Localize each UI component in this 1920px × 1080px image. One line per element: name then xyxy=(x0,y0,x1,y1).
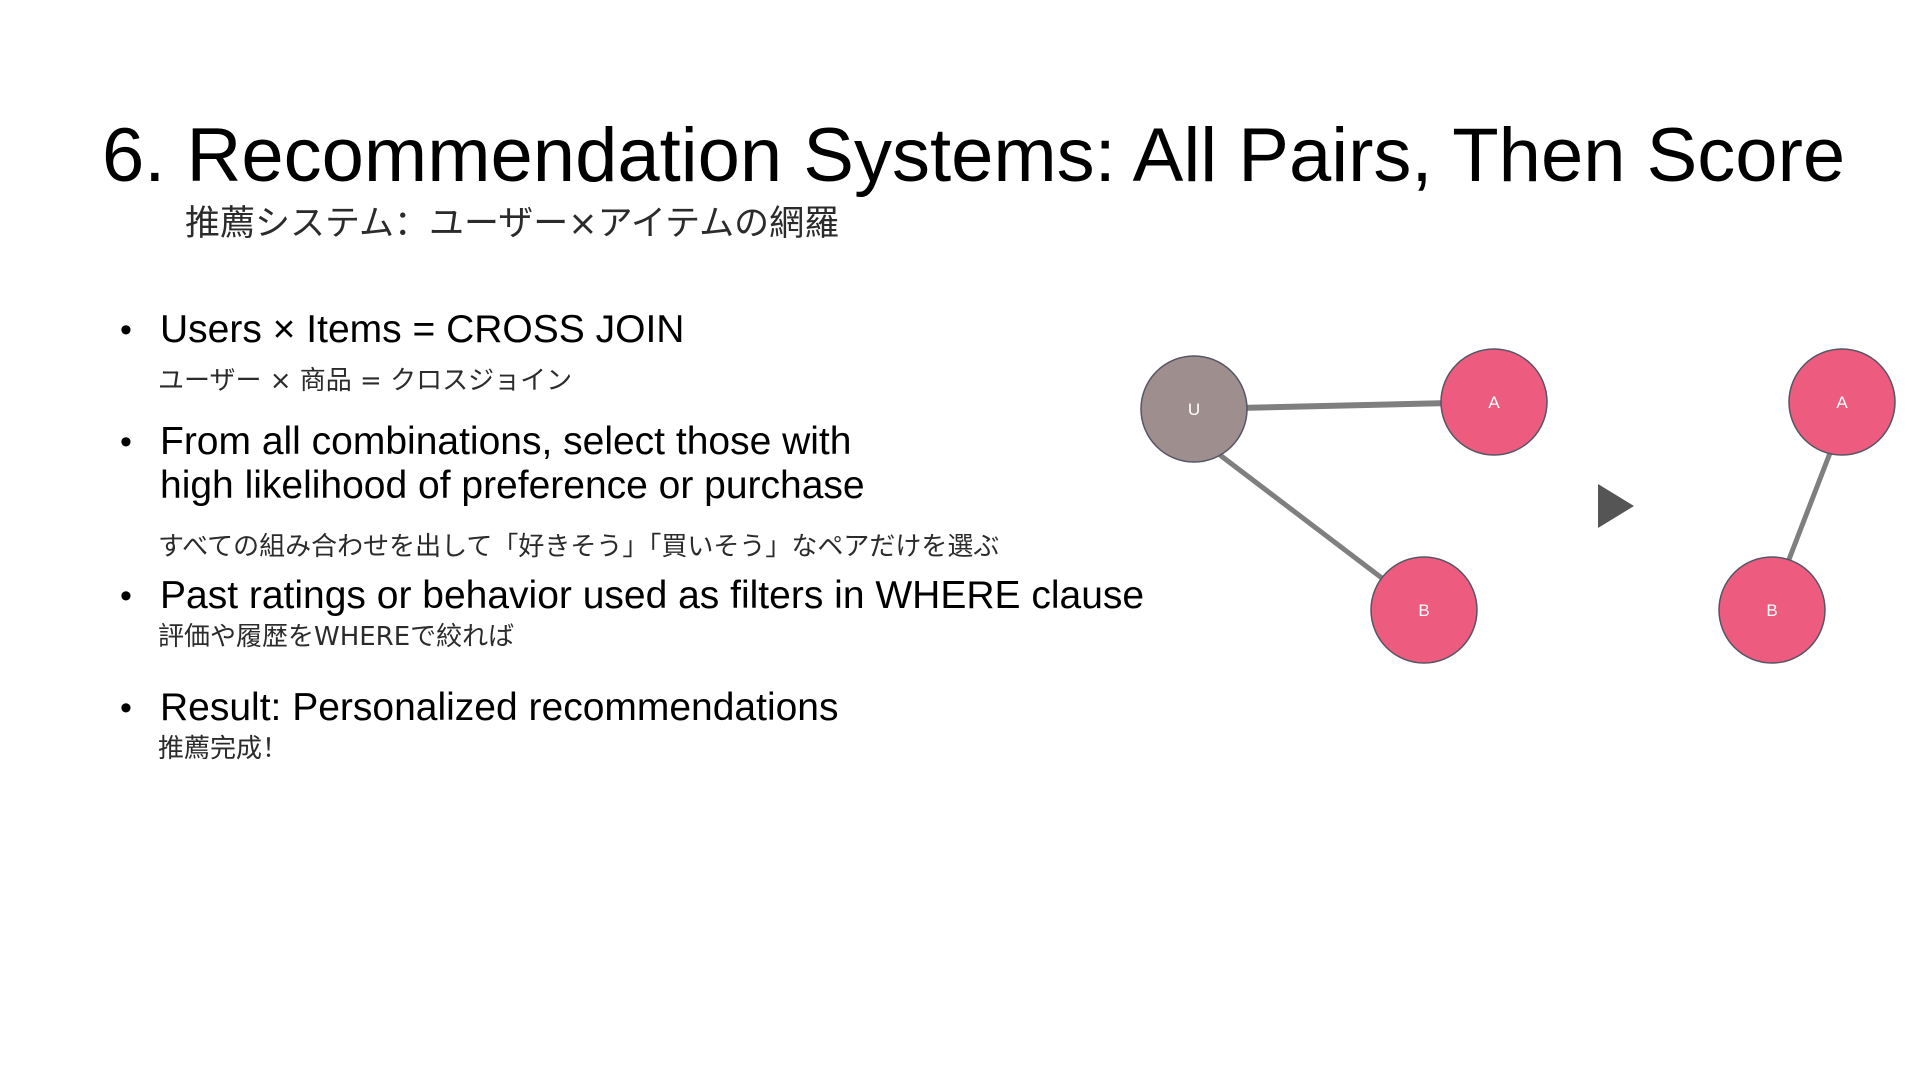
item-b-node-result: B xyxy=(1718,556,1826,664)
item-a-node-label: A xyxy=(1488,393,1500,412)
bullet-marker: • xyxy=(120,689,132,727)
item-b-node-result-label: B xyxy=(1766,601,1777,620)
bullet-text-line2: high likelihood of preference or purchas… xyxy=(160,464,865,507)
bullet-subtext: ユーザー × 商品 = クロスジョイン xyxy=(158,366,573,396)
bullet-subtext: 評価や履歴をWHEREで絞れば xyxy=(158,622,515,652)
user-node-label: U xyxy=(1188,400,1200,419)
play-triangle-icon xyxy=(1598,484,1634,528)
item-a-node-result-label: A xyxy=(1836,393,1848,412)
bullet-text: Result: Personalized recommendations xyxy=(160,686,839,729)
bullet-subtext: すべての組み合わせを出して「好きそう」「買いそう」なペアだけを選ぶ xyxy=(158,532,1000,562)
edge-user-item-a xyxy=(1191,399,1497,412)
edge-item-a-item-b xyxy=(1785,450,1833,565)
item-b-node: B xyxy=(1370,556,1478,664)
bullet-subtext: 推薦完成！ xyxy=(158,734,289,764)
bullet-text: Past ratings or behavior used as filters… xyxy=(160,574,1145,617)
edge-user-item-b xyxy=(1184,427,1394,588)
slide-title: 6. Recommendation Systems: All Pairs, Th… xyxy=(102,113,1846,198)
bullet-text-line1: From all combinations, select those with xyxy=(160,420,852,463)
bullet-text: Users × Items = CROSS JOIN xyxy=(160,308,685,351)
user-node: U xyxy=(1140,355,1248,463)
item-b-node-label: B xyxy=(1418,601,1429,620)
bullet-marker: • xyxy=(120,311,132,349)
bullet-marker: • xyxy=(120,423,132,461)
bullet-marker: • xyxy=(120,577,132,615)
slide-subtitle: 推薦システム：ユーザー×アイテムの網羅 xyxy=(185,204,840,244)
item-a-node: A xyxy=(1440,348,1548,456)
item-a-node-result: A xyxy=(1788,348,1896,456)
